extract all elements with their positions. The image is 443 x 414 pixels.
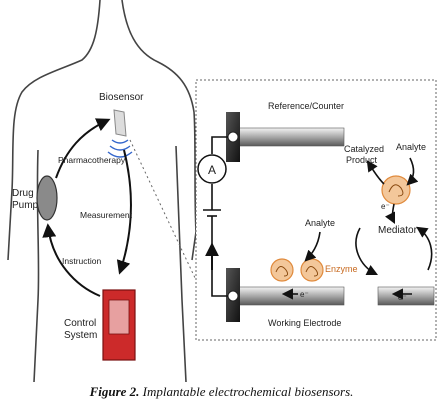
reference-electrode [226, 112, 345, 162]
biosensor-label: Biosensor [99, 92, 144, 103]
reference-counter-label: Reference/Counter [268, 101, 344, 111]
analyte-arrow [304, 231, 321, 262]
measurement-label: Measurement [80, 210, 133, 220]
ammeter-icon [197, 154, 227, 184]
analyte-mid-label: Analyte [305, 218, 335, 228]
mediator-label: Mediator [378, 225, 418, 236]
figure-caption-label: Figure 2. [89, 384, 140, 399]
control-system-label: Control [64, 318, 96, 329]
mediator-cycle-arrows [355, 157, 433, 276]
control-system-label-2: System [64, 330, 97, 341]
drug-pump-label: Drug [12, 188, 34, 199]
analyte-top-label: Analyte [396, 142, 426, 152]
catalyzed-product-label-2: Product [346, 155, 378, 165]
figure-caption: Figure 2. Implantable electrochemical bi… [0, 384, 443, 400]
biosensor-device-icon [113, 109, 127, 137]
instruction-label: Instruction [62, 256, 101, 266]
enzyme-molecule [270, 258, 324, 282]
electron-label-2: e⁻ [381, 202, 390, 211]
enzyme-label: Enzyme [325, 264, 358, 274]
body-outline [7, 0, 197, 383]
catalyzed-product-label: Catalyzed [344, 144, 384, 154]
pharmacotherapy-label: Pharmacotherapy [58, 155, 126, 165]
drug-pump-icon [36, 175, 58, 221]
body-arrows [42, 118, 133, 297]
signal-waves [107, 139, 133, 158]
circuit-wire [203, 136, 228, 297]
figure-caption-text: Implantable electrochemical biosensors. [142, 384, 354, 399]
working-electrode-label: Working Electrode [268, 318, 341, 328]
drug-pump-label-2: Pump [12, 200, 39, 211]
callout-line [129, 139, 197, 281]
electron-label-1: e⁻ [300, 290, 309, 299]
mediator-enzyme [381, 175, 411, 205]
control-system-icon [102, 289, 136, 361]
ammeter-label: A [208, 163, 216, 177]
